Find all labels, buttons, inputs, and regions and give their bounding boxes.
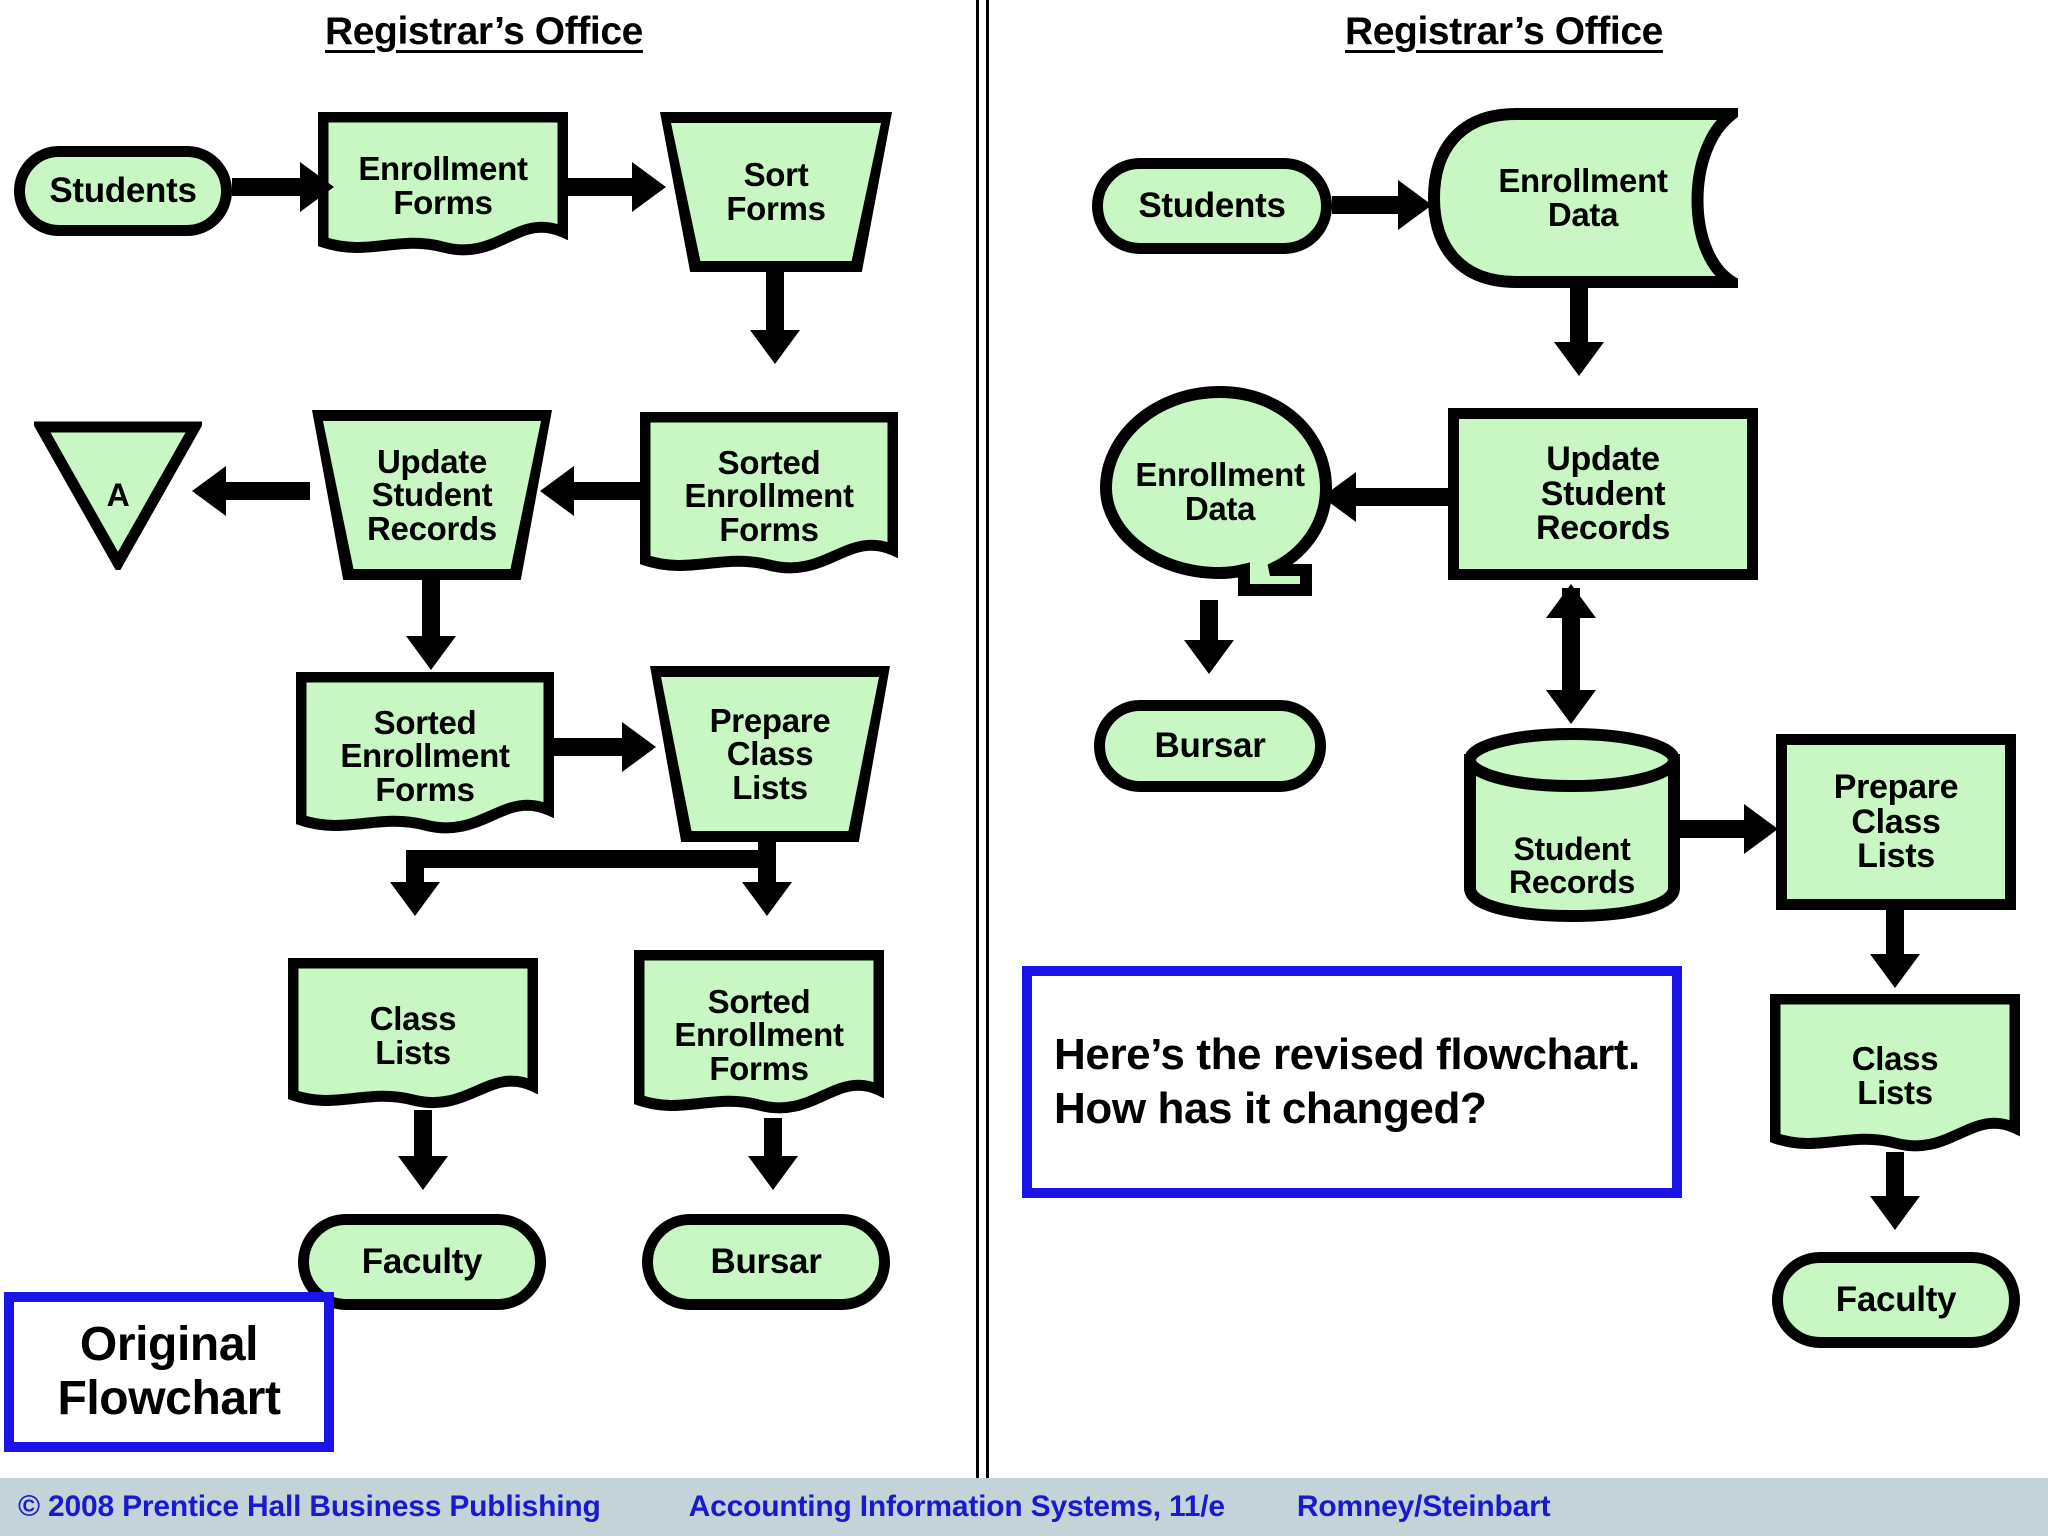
connector-enrollment-data-reel-to-bursar	[1200, 600, 1218, 650]
connector-prepare-to-class-lists-right	[1886, 910, 1904, 964]
node-enrollment-data-tape[interactable]: Enrollment Data	[1428, 108, 1738, 288]
node-faculty-left-label: Faculty	[361, 1242, 483, 1282]
connector-enrollment-forms-to-sort	[566, 178, 638, 196]
arrowhead-update-to-offpage-a	[192, 466, 226, 516]
connector-class-lists-to-faculty-right	[1886, 1152, 1904, 1208]
node-offpage-connector-a[interactable]: A	[34, 420, 202, 570]
panel-divider-line-right	[986, 0, 989, 1478]
magnetic-tape-shape	[1428, 108, 1738, 288]
trapezoid-shape	[671, 123, 881, 261]
node-bursar-left-label: Bursar	[710, 1242, 822, 1282]
connector-update-to-offpage-a	[218, 482, 310, 500]
node-students-left[interactable]: Students	[14, 146, 232, 236]
node-sort-forms[interactable]: Sort Forms	[660, 112, 892, 272]
node-update-student-records-right[interactable]: Update Student Records	[1448, 408, 1758, 580]
node-prepare-class-lists-right[interactable]: Prepare Class Lists	[1776, 734, 2016, 910]
node-student-records-db[interactable]: Student Records	[1462, 726, 1682, 922]
node-faculty-right-label: Faculty	[1835, 1280, 1957, 1320]
node-prepare-class-lists-left[interactable]: Prepare Class Lists	[650, 666, 890, 842]
connector-prepare-branch-right	[758, 850, 776, 890]
node-faculty-right[interactable]: Faculty	[1772, 1252, 2020, 1348]
node-update-student-records-left[interactable]: Update Student Records	[312, 410, 552, 580]
document-shape	[1770, 994, 2020, 1158]
arrowhead-enrollment-data-to-update	[1554, 342, 1604, 376]
node-students-left-label: Students	[49, 171, 197, 211]
arrowhead-sorted-forms-3-to-bursar	[748, 1156, 798, 1190]
document-shape	[318, 112, 568, 260]
right-panel-title: Registrar’s Office	[1345, 10, 1663, 53]
connector-student-records-to-prepare	[1674, 820, 1754, 838]
arrowhead-enrollment-forms-to-sort	[632, 162, 666, 212]
connector-enrollment-data-to-update	[1570, 288, 1588, 350]
callout-original-line-1: Original	[79, 1318, 259, 1372]
node-enrollment-forms-doc[interactable]: Enrollment Forms	[318, 112, 568, 260]
arrowhead-student-records-to-prepare	[1744, 804, 1778, 854]
footer-authors: Romney/Steinbart	[1296, 1490, 1551, 1523]
arrowhead-sort-to-sorted-forms	[750, 330, 800, 364]
connector-students-to-enrollment-data	[1332, 196, 1404, 214]
node-class-lists-left[interactable]: Class Lists	[288, 958, 538, 1114]
trapezoid-shape	[661, 677, 879, 831]
connector-class-lists-to-faculty	[414, 1110, 432, 1168]
trapezoid-shape	[323, 421, 541, 569]
arrowhead-class-lists-to-faculty-right	[1870, 1196, 1920, 1230]
arrowhead-up-to-update	[1546, 584, 1596, 618]
database-cylinder-shape	[1462, 726, 1682, 922]
arrowhead-enrollment-data-reel-to-bursar	[1184, 640, 1234, 674]
arrowhead-prepare-to-class-lists-right	[1870, 954, 1920, 988]
arrowhead-students-to-enrollment-forms	[300, 162, 334, 212]
node-sorted-enrollment-forms-2[interactable]: Sorted Enrollment Forms	[296, 672, 554, 840]
arrowhead-students-to-enrollment-data	[1398, 180, 1432, 230]
arrowhead-down-to-student-records	[1546, 690, 1596, 724]
left-panel-title: Registrar’s Office	[325, 10, 643, 53]
callout-original-flowchart-label: Original Flowchart	[4, 1292, 334, 1452]
node-bursar-right[interactable]: Bursar	[1094, 700, 1326, 792]
connector-update-to-enrollment-data-reel	[1350, 488, 1450, 506]
node-bursar-right-label: Bursar	[1154, 726, 1266, 766]
connector-prepare-split-horizontal	[406, 850, 776, 868]
inverted-triangle-shape	[34, 420, 202, 570]
panel-divider-line-left	[976, 0, 979, 1478]
node-students-right[interactable]: Students	[1092, 158, 1332, 254]
magnetic-tape-reel-icon	[1092, 384, 1348, 600]
node-prepare-class-lists-right-label: Prepare Class Lists	[1833, 767, 1959, 876]
callout-original-line-2: Flowchart	[57, 1372, 281, 1425]
slide-footer: © 2008 Prentice Hall Business Publishing…	[0, 1478, 2048, 1536]
connector-students-to-enrollment-forms	[232, 178, 304, 196]
arrowhead-sorted-forms-to-update	[540, 466, 574, 516]
node-bursar-left[interactable]: Bursar	[642, 1214, 890, 1310]
document-shape	[640, 412, 898, 580]
footer-copyright: © 2008 Prentice Hall Business Publishing	[18, 1490, 601, 1523]
node-class-lists-right[interactable]: Class Lists	[1770, 994, 2020, 1158]
left-panel-original-flowchart: Registrar’s Office Students Enrollment F…	[0, 0, 980, 1470]
footer-book-title: Accounting Information Systems, 11/e	[688, 1490, 1225, 1523]
node-sorted-enrollment-forms-1[interactable]: Sorted Enrollment Forms	[640, 412, 898, 580]
document-shape	[296, 672, 554, 840]
connector-sorted-forms-2-to-prepare	[552, 738, 634, 756]
callout-revised-flowchart-question: Here’s the revised flowchart. How has it…	[1022, 966, 1682, 1198]
node-faculty-left[interactable]: Faculty	[298, 1214, 546, 1310]
connector-prepare-branch-left	[406, 850, 424, 890]
right-panel-revised-flowchart: Registrar’s Office Students Enrollment D…	[1010, 0, 2048, 1470]
connector-update-student-records-bidirectional	[1562, 588, 1580, 708]
arrowhead-update-to-enrollment-data-reel	[1322, 472, 1356, 522]
connector-sorted-forms-to-update	[560, 482, 640, 500]
arrowhead-class-lists-to-faculty	[398, 1156, 448, 1190]
document-shape	[288, 958, 538, 1114]
connector-sort-to-sorted-forms	[766, 272, 784, 338]
arrowhead-to-sorted-forms-3	[742, 882, 792, 916]
arrowhead-sorted-forms-2-to-prepare	[622, 722, 656, 772]
document-shape	[634, 950, 884, 1120]
connector-update-to-sorted-forms-2	[422, 580, 440, 650]
arrowhead-update-to-sorted-forms-2	[406, 636, 456, 670]
node-update-student-records-right-label: Update Student Records	[1536, 439, 1670, 548]
node-enrollment-data-reel[interactable]: Enrollment Data	[1092, 384, 1348, 600]
node-sorted-enrollment-forms-3[interactable]: Sorted Enrollment Forms	[634, 950, 884, 1120]
node-students-right-label: Students	[1138, 186, 1286, 226]
arrowhead-to-class-lists-left	[390, 882, 440, 916]
